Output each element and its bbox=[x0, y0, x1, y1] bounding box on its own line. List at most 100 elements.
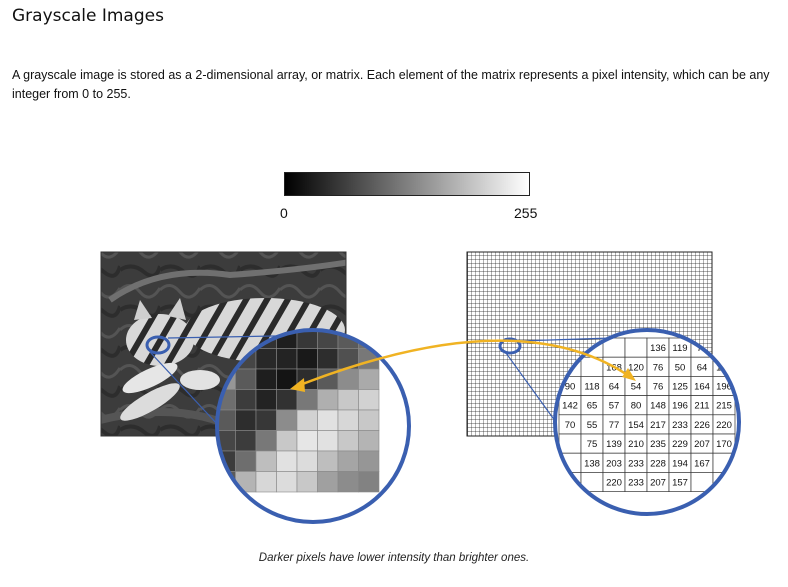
pixel-cell bbox=[235, 450, 257, 472]
pixel-cell bbox=[255, 471, 277, 493]
pixel-cell bbox=[317, 389, 339, 411]
matrix-value: 217 bbox=[650, 420, 666, 431]
pixel-cell bbox=[296, 430, 318, 452]
pixel-cell bbox=[296, 389, 318, 411]
pixel-zoom-circle bbox=[215, 328, 411, 524]
matrix-value: 233 bbox=[672, 420, 688, 431]
scale-max-label: 255 bbox=[514, 205, 538, 221]
pixel-cell bbox=[358, 368, 380, 390]
intro-paragraph: A grayscale image is stored as a 2-dimen… bbox=[12, 68, 770, 101]
matrix-cell bbox=[712, 337, 736, 358]
matrix-value: 64 bbox=[697, 362, 708, 373]
pixel-cell bbox=[276, 389, 298, 411]
matrix-value: 164 bbox=[694, 382, 710, 393]
intensity-gradient bbox=[285, 173, 529, 195]
matrix-value: 77 bbox=[609, 420, 620, 431]
pixel-cell bbox=[337, 430, 359, 452]
matrix-value: 228 bbox=[650, 458, 666, 469]
matrix-value: 136 bbox=[650, 343, 666, 354]
matrix-cell bbox=[558, 433, 582, 454]
zoom-line-right-a bbox=[505, 352, 559, 426]
pixel-cell bbox=[317, 348, 339, 370]
matrix-value: 154 bbox=[628, 420, 644, 431]
matrix-value: 210 bbox=[628, 439, 644, 450]
pixel-cell bbox=[337, 368, 359, 390]
pixel-cell bbox=[337, 389, 359, 411]
matrix-cell bbox=[734, 337, 739, 358]
intensity-scale-bar bbox=[284, 172, 530, 196]
pixel-cell bbox=[235, 368, 257, 390]
pixel-cell bbox=[255, 409, 277, 431]
pixel-cell bbox=[276, 348, 298, 370]
matrix-value: 196 bbox=[672, 401, 688, 412]
mapping-arrow bbox=[290, 339, 636, 392]
matrix-value: 235 bbox=[650, 439, 666, 450]
matrix-value: 196 bbox=[716, 382, 732, 393]
matrix-value: 233 bbox=[628, 478, 644, 489]
matrix-value: 207 bbox=[694, 439, 710, 450]
pixel-cell bbox=[358, 389, 380, 411]
matrix-value: 226 bbox=[694, 420, 710, 431]
pixel-cell bbox=[276, 409, 298, 431]
pixel-cell bbox=[296, 348, 318, 370]
matrix-value: 76 bbox=[653, 362, 664, 373]
pixel-cell bbox=[235, 409, 257, 431]
matrix-value: 90 bbox=[565, 382, 576, 393]
matrix-value: 55 bbox=[587, 420, 598, 431]
page-title: Grayscale Images bbox=[12, 6, 164, 26]
pixel-zoom-ring bbox=[215, 328, 411, 524]
pixel-cell bbox=[358, 471, 380, 493]
pixel-cell bbox=[255, 368, 277, 390]
matrix-value: 119 bbox=[672, 343, 687, 354]
matrix-value: 215 bbox=[716, 401, 732, 412]
pixel-cell bbox=[255, 389, 277, 411]
pixel-cell bbox=[276, 430, 298, 452]
matrix-value: 70 bbox=[565, 420, 576, 431]
pixel-cell bbox=[337, 450, 359, 472]
matrix-value: 157 bbox=[672, 478, 688, 489]
matrix-value: 75 bbox=[587, 439, 598, 450]
zoom-line-left-a bbox=[149, 351, 219, 426]
pixel-cell bbox=[317, 430, 339, 452]
matrix-cell bbox=[624, 337, 648, 358]
pixel-cell bbox=[358, 430, 380, 452]
pixel-cell bbox=[337, 409, 359, 431]
matrix-value: 211 bbox=[694, 401, 709, 412]
matrix-value: 229 bbox=[672, 439, 688, 450]
pixel-cell bbox=[235, 389, 257, 411]
figure-caption: Darker pixels have lower intensity than … bbox=[258, 552, 530, 564]
pixel-cell bbox=[358, 450, 380, 472]
matrix-value: 120 bbox=[628, 362, 644, 373]
pixel-cell bbox=[276, 471, 298, 493]
matrix-focus-ring bbox=[498, 337, 522, 355]
matrix-value: 233 bbox=[628, 458, 644, 469]
matrix-value: 203 bbox=[606, 458, 622, 469]
photo-focus-ring bbox=[145, 335, 171, 355]
matrix-value: 64 bbox=[609, 382, 620, 393]
matrix-value: 148 bbox=[650, 401, 666, 412]
matrix-value: 138 bbox=[584, 458, 600, 469]
pixel-cell bbox=[337, 471, 359, 493]
matrix-value: 53 bbox=[719, 343, 730, 354]
matrix-value: 207 bbox=[650, 478, 666, 489]
pixel-cell bbox=[255, 450, 277, 472]
pixel-cell bbox=[317, 471, 339, 493]
matrix-value: 54 bbox=[631, 382, 642, 393]
scale-min-label: 0 bbox=[280, 205, 288, 221]
pixel-cell bbox=[296, 471, 318, 493]
pixel-cell bbox=[255, 430, 277, 452]
matrix-value: 76 bbox=[653, 382, 664, 393]
matrix-value: 118 bbox=[584, 382, 599, 393]
cat-head bbox=[126, 314, 194, 366]
matrix-value: 220 bbox=[716, 420, 732, 431]
pixel-cell bbox=[296, 450, 318, 472]
matrix-value: 142 bbox=[562, 401, 578, 412]
matrix-value: 139 bbox=[606, 439, 622, 450]
matrix-value: 65 bbox=[587, 401, 598, 412]
pixel-cell bbox=[235, 430, 257, 452]
matrix-zoom-ring bbox=[553, 328, 741, 516]
pixel-cell bbox=[317, 450, 339, 472]
matrix-value: 194 bbox=[672, 458, 688, 469]
pixel-cell bbox=[358, 409, 380, 431]
